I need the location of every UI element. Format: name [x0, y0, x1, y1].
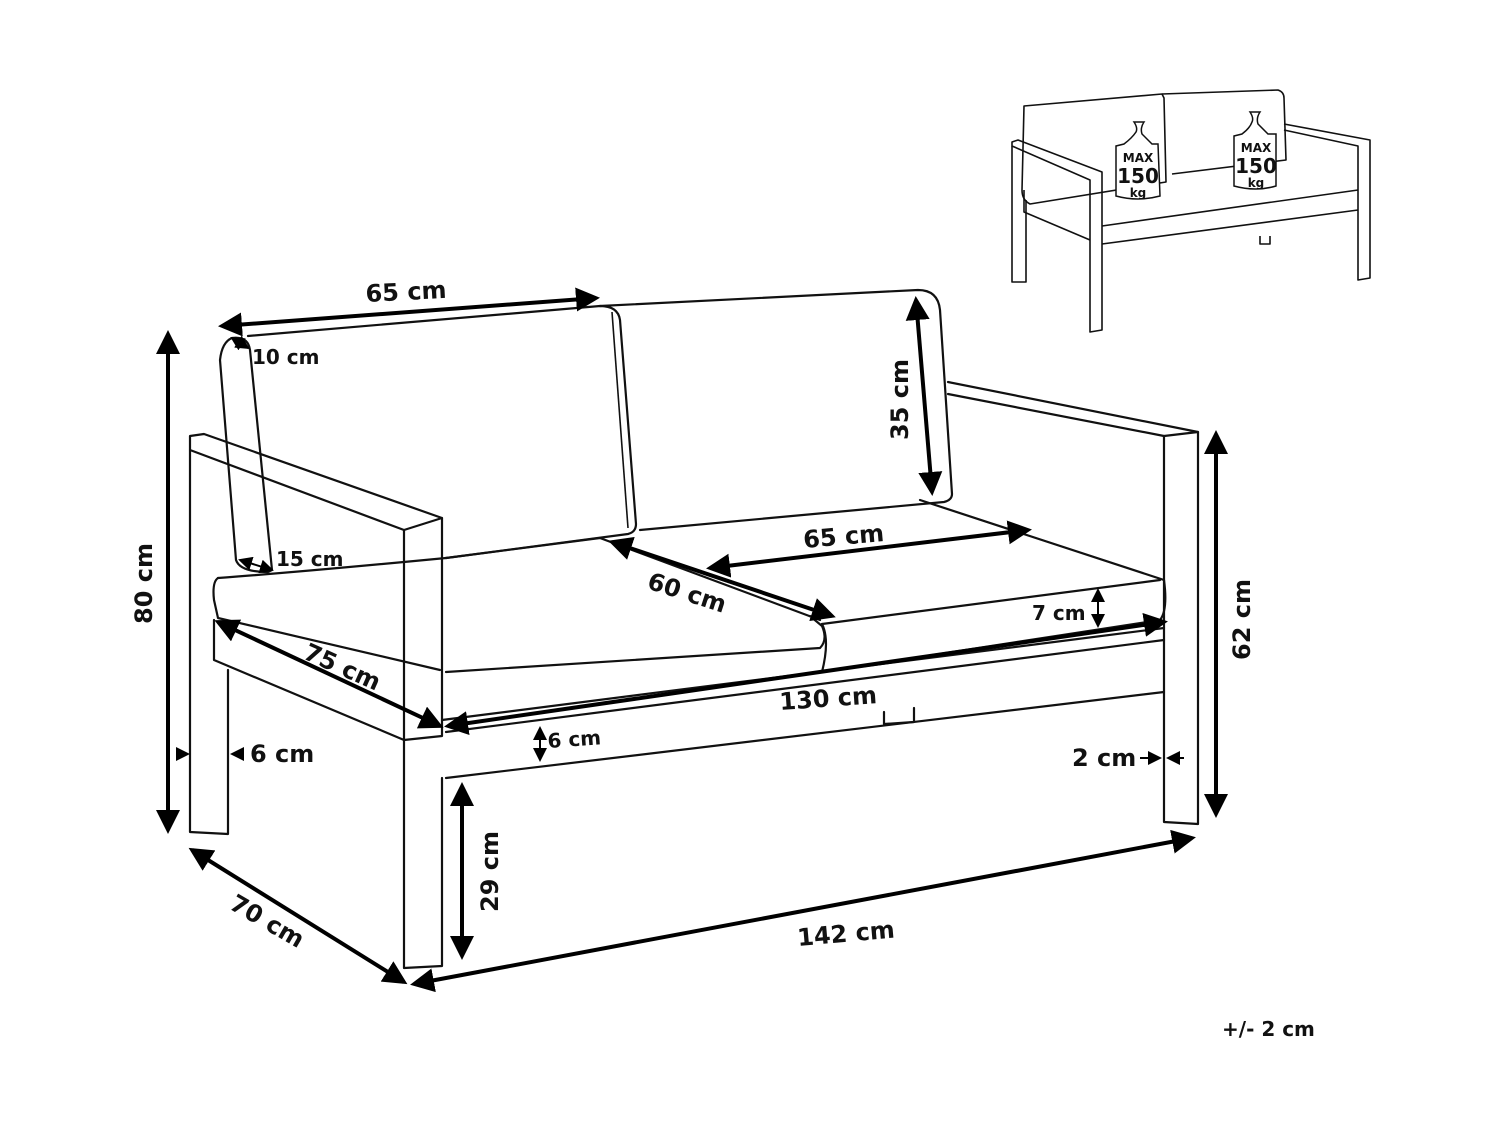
label-leg-offset: 2 cm — [1072, 744, 1136, 772]
max-load-illustration: MAX 150 kg MAX 150 kg — [1011, 89, 1371, 333]
label-seat-depth: 60 cm — [644, 567, 730, 619]
label-total-height: 80 cm — [130, 543, 158, 624]
label-inner-width: 130 cm — [778, 681, 877, 716]
weight-icon-right: MAX 150 kg — [1233, 111, 1277, 190]
svg-text:MAX: MAX — [1123, 151, 1154, 165]
label-total-width: 142 cm — [796, 916, 896, 952]
svg-text:150: 150 — [1117, 164, 1159, 188]
label-backrest-height: 35 cm — [886, 359, 914, 440]
tolerance-note: +/- 2 cm — [1222, 1017, 1315, 1041]
label-leg-width: 6 cm — [250, 740, 314, 768]
svg-text:150: 150 — [1235, 154, 1277, 178]
label-armrest-height: 62 cm — [1228, 579, 1256, 660]
dimension-arrows — [156, 287, 1228, 993]
weight-icon-left: MAX 150 kg — [1115, 121, 1161, 200]
svg-text:kg: kg — [1248, 176, 1265, 190]
label-ground-clearance: 29 cm — [476, 831, 504, 912]
label-cushion-thickness: 7 cm — [1032, 601, 1086, 625]
label-backrest-width: 65 cm — [365, 276, 447, 308]
label-armrest-width: 15 cm — [276, 547, 344, 571]
svg-text:MAX: MAX — [1241, 141, 1272, 155]
label-backrest-depth: 10 cm — [252, 345, 320, 369]
label-frame-height: 6 cm — [547, 725, 602, 753]
svg-text:kg: kg — [1130, 186, 1147, 200]
